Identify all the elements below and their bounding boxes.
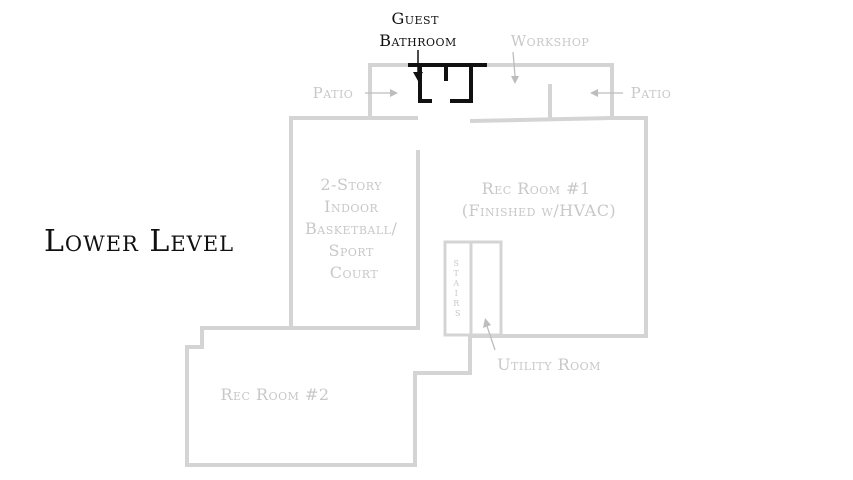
stairs-box bbox=[443, 240, 473, 337]
basketball-court-label: 2-Story Indoor Basketball/ Sport Court bbox=[305, 175, 403, 282]
guest-bathroom-label: Guest Bathroom bbox=[379, 9, 457, 50]
level-title: Lower Level bbox=[44, 224, 234, 259]
rec-room-2-label: Rec Room #2 bbox=[220, 385, 329, 404]
workshop-label: Workshop bbox=[511, 32, 590, 50]
patio-right-label: Patio bbox=[631, 84, 672, 102]
rec-room-1-label: Rec Room #1 (Finished w/HVAC) bbox=[462, 179, 616, 220]
utility-room-arrow bbox=[486, 325, 496, 351]
guest-bathroom-walls bbox=[408, 63, 487, 103]
upper-strip-wall-right bbox=[483, 63, 614, 120]
basketball-court-wall bbox=[185, 116, 472, 467]
rec-room-1-wall bbox=[468, 116, 648, 338]
outer-walls bbox=[185, 63, 648, 467]
patio-left-label: Patio bbox=[313, 84, 354, 102]
utility-room-wall bbox=[471, 240, 503, 337]
stairs-label: S T A I R S bbox=[452, 259, 462, 318]
upper-strip-wall bbox=[368, 63, 412, 120]
workshop-arrow bbox=[512, 51, 516, 77]
stairs-and-utility bbox=[443, 240, 503, 337]
utility-room-label: Utility Room bbox=[497, 355, 601, 374]
